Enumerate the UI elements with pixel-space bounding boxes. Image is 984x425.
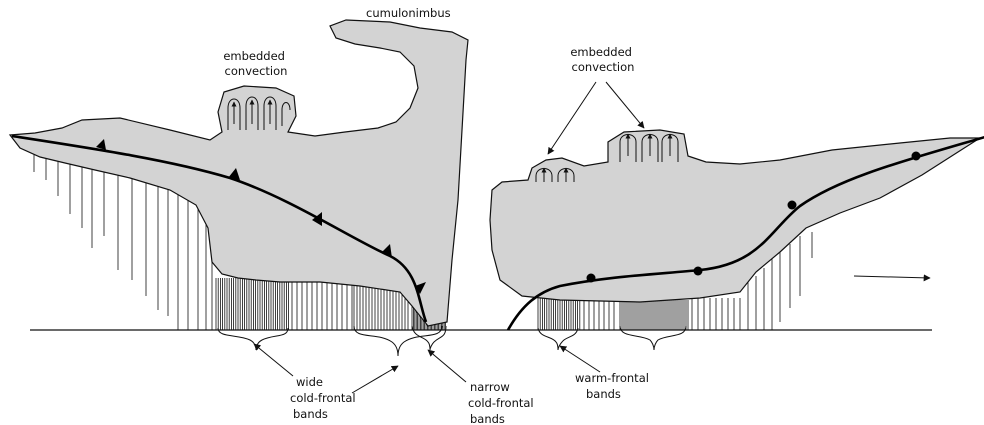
label-wide-cold-frontal-bands: wide cold-frontal bands bbox=[290, 375, 359, 421]
label-narrow-cold-frontal-bands: narrow cold-frontal bands bbox=[468, 380, 537, 425]
label-cumulonimbus: cumulonimbus bbox=[366, 6, 451, 20]
label-embedded-convection-right: embedded convection bbox=[570, 45, 635, 74]
label-embedded-convection-left: embedded convection bbox=[223, 49, 288, 78]
system-motion-arrow bbox=[854, 276, 930, 278]
label-warm-frontal-bands: warm-frontal bands bbox=[575, 371, 653, 401]
warm-front-cloud bbox=[490, 130, 980, 302]
